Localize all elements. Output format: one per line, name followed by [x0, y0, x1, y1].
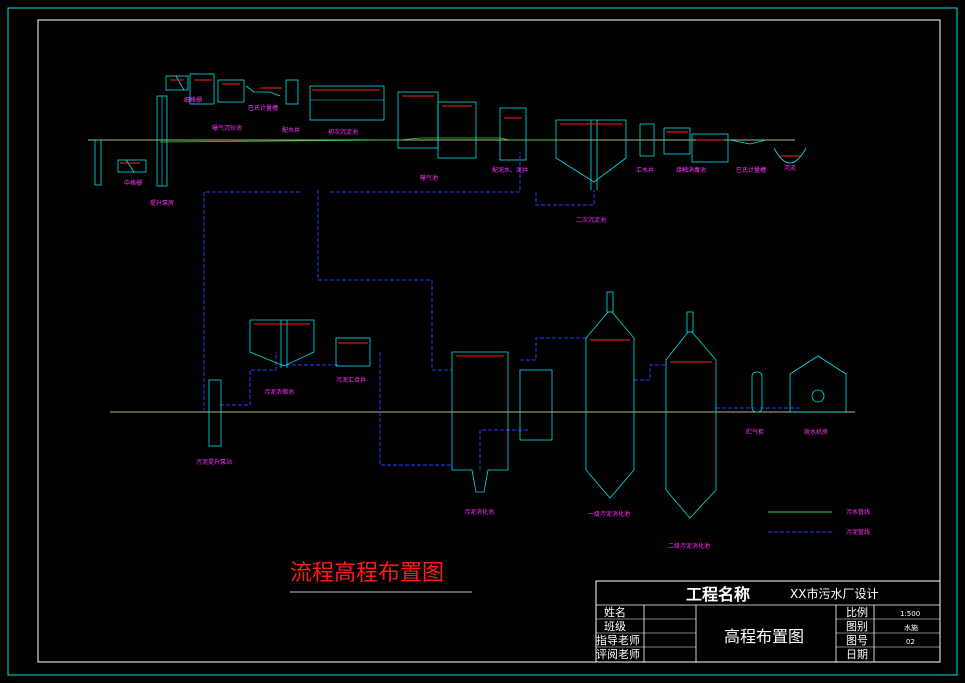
label-lift-pump: 提升泵房	[150, 199, 174, 207]
label-sludge-digest: 污泥消化池	[464, 508, 494, 516]
tb-right-value-2: 02	[906, 638, 915, 646]
label-gas-holder: 贮气柜	[746, 428, 764, 436]
label-aeration: 曝气池	[420, 174, 438, 182]
tb-right-label-1: 图别	[846, 620, 868, 633]
project-name: XX市污水厂设计	[790, 586, 878, 601]
water-process-line	[88, 73, 807, 190]
label-dewater-room: 脱水机房	[804, 428, 828, 436]
label-primary-settle: 初次沉淀池	[328, 128, 358, 136]
tb-right-value-0: 1:500	[900, 610, 920, 618]
project-label: 工程名称	[686, 585, 750, 604]
label-sludge-sump: 污泥汇合井	[336, 376, 366, 384]
drawing-title: 流程高程布置图	[290, 561, 444, 586]
tb-right-value-1: 水施	[904, 623, 918, 632]
label-digester-2: 二级污泥消化池	[668, 542, 710, 550]
label-digester-1: 一级污泥消化池	[588, 510, 630, 518]
label-parshall-2: 巴氏计量槽	[736, 166, 766, 174]
outer-frame	[7, 7, 958, 676]
label-collect-well: 汇水井	[636, 166, 654, 174]
tb-left-row-0: 姓名	[604, 605, 626, 619]
label-dist-well: 配水井	[282, 126, 300, 134]
label-contact-disinfect: 接触消毒池	[676, 166, 706, 174]
tb-left-row-2: 指导老师	[596, 633, 640, 647]
tb-left-row-3: 评阅老师	[596, 648, 640, 661]
label-sludge-lift: 污泥提升泵站	[196, 458, 232, 466]
label-river: 河流	[784, 164, 796, 172]
label-dist-sludge: 配泥水、泥井	[492, 166, 528, 174]
legend-water-label: 污水管线	[846, 508, 870, 516]
label-parshall-1: 巴氏计量槽	[248, 104, 278, 112]
label-secondary-settle: 二次沉淀池	[576, 216, 606, 224]
label-coarse-screen: 中格栅	[124, 179, 142, 187]
legend-sludge-label: 污泥管线	[846, 528, 870, 536]
sludge-process-line	[110, 152, 855, 519]
component-labels: 中格栅 提升泵房 细格栅 曝气沉砂池 巴氏计量槽 配水井 初次沉淀池 曝气池 配…	[124, 96, 828, 550]
inner-frame	[37, 19, 941, 663]
tb-right-label-2: 图号	[846, 634, 868, 647]
tb-right-label-0: 比例	[846, 605, 868, 619]
label-sludge-thickener: 污泥浓缩池	[264, 388, 294, 396]
tb-left-row-1: 班级	[604, 620, 626, 633]
label-fine-screen: 细格栅	[184, 96, 202, 104]
tb-right-label-3: 日期	[846, 648, 868, 661]
drawing-name: 高程布置图	[724, 627, 804, 646]
label-aerated-grit: 曝气沉砂池	[212, 124, 242, 132]
legend: 污水管线 污泥管线	[768, 508, 870, 536]
title-block: 工程名称 XX市污水厂设计 高程布置图 姓名 班级 指导老师 评阅老师 比例 图…	[595, 580, 941, 663]
